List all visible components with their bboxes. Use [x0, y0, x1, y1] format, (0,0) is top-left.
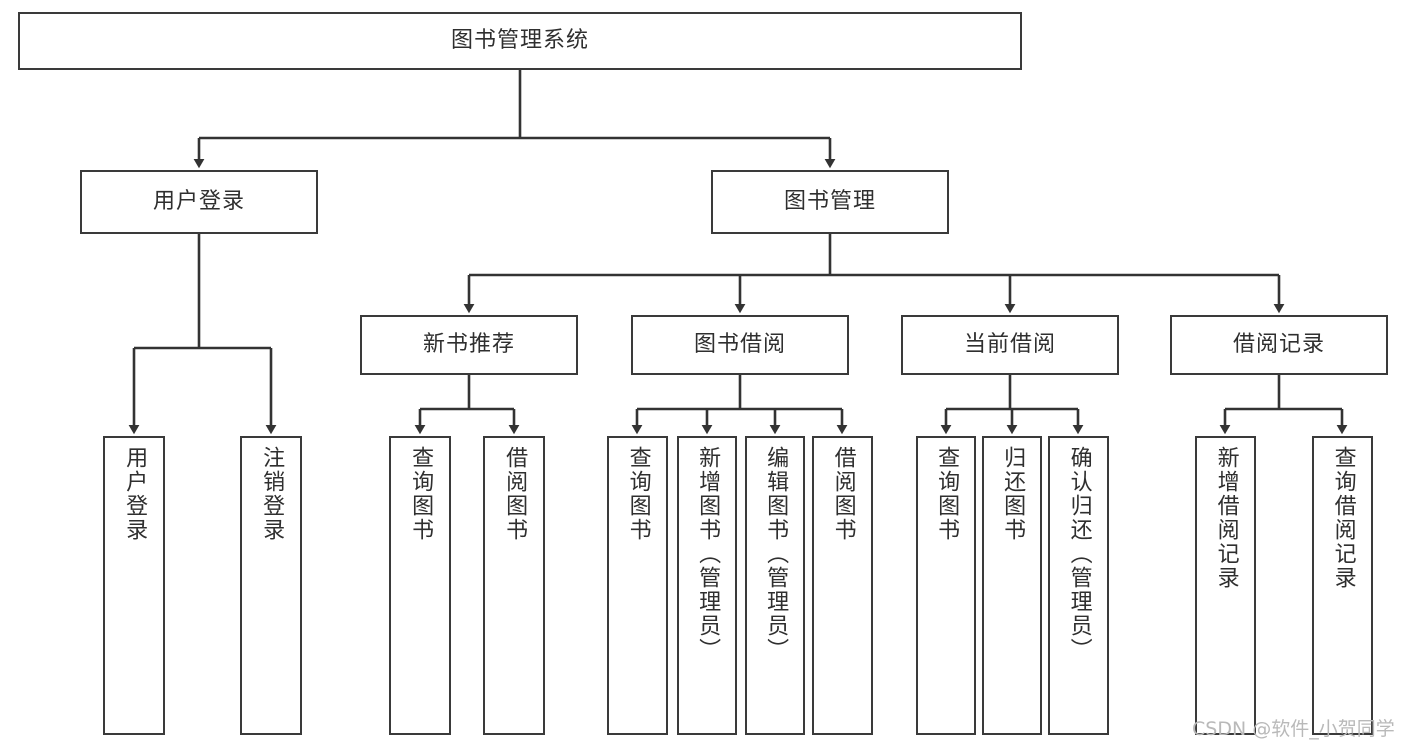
leaf-query-borrow-record[interactable]: 查询借阅记录	[1312, 436, 1373, 735]
node-root-label: 图书管理系统	[450, 28, 589, 54]
leaf-user-logout[interactable]: 注销登录	[240, 436, 302, 735]
node-current-borrow[interactable]: 当前借阅	[901, 315, 1119, 375]
node-book-borrow[interactable]: 图书借阅	[631, 315, 849, 375]
leaf-user-login-label: 用户登录	[122, 446, 148, 542]
leaf-borrow-book-recommend[interactable]: 借阅图书	[483, 436, 545, 735]
node-book-borrow-label: 图书借阅	[693, 332, 786, 358]
node-user-login-label: 用户登录	[152, 189, 245, 215]
leaf-borrow-book[interactable]: 借阅图书	[812, 436, 873, 735]
leaf-query-book-current[interactable]: 查询图书	[916, 436, 976, 735]
leaf-query-book-recommend-label: 查询图书	[408, 446, 434, 542]
node-new-book-recommend-label: 新书推荐	[422, 332, 515, 358]
leaf-add-book-admin-label: 新增图书（管理员）	[695, 446, 721, 662]
leaf-borrow-book-label: 借阅图书	[830, 446, 856, 542]
leaf-query-book-recommend[interactable]: 查询图书	[389, 436, 451, 735]
node-borrow-record-label: 借阅记录	[1232, 332, 1325, 358]
leaf-query-book-borrow-label: 查询图书	[625, 446, 651, 542]
node-root[interactable]: 图书管理系统	[18, 12, 1022, 70]
leaf-query-book-borrow[interactable]: 查询图书	[607, 436, 668, 735]
csdn-watermark: CSDN @软件_小贺同学	[1192, 718, 1395, 740]
leaf-add-borrow-record[interactable]: 新增借阅记录	[1195, 436, 1256, 735]
leaf-edit-book-admin-label: 编辑图书（管理员）	[763, 446, 789, 662]
leaf-user-logout-label: 注销登录	[259, 446, 285, 542]
leaf-return-book-label: 归还图书	[1000, 446, 1026, 542]
leaf-query-borrow-record-label: 查询借阅记录	[1330, 446, 1356, 590]
node-current-borrow-label: 当前借阅	[963, 332, 1056, 358]
node-user-login[interactable]: 用户登录	[80, 170, 318, 234]
leaf-confirm-return-admin-label: 确认归还（管理员）	[1066, 446, 1092, 662]
leaf-edit-book-admin[interactable]: 编辑图书（管理员）	[745, 436, 805, 735]
leaf-borrow-book-recommend-label: 借阅图书	[502, 446, 528, 542]
node-new-book-recommend[interactable]: 新书推荐	[360, 315, 578, 375]
leaf-return-book[interactable]: 归还图书	[982, 436, 1042, 735]
node-borrow-record[interactable]: 借阅记录	[1170, 315, 1388, 375]
leaf-confirm-return-admin[interactable]: 确认归还（管理员）	[1048, 436, 1109, 735]
leaf-add-borrow-record-label: 新增借阅记录	[1213, 446, 1239, 590]
leaf-add-book-admin[interactable]: 新增图书（管理员）	[677, 436, 737, 735]
node-book-management[interactable]: 图书管理	[711, 170, 949, 234]
node-book-management-label: 图书管理	[783, 189, 876, 215]
leaf-user-login[interactable]: 用户登录	[103, 436, 165, 735]
leaf-query-book-current-label: 查询图书	[934, 446, 960, 542]
